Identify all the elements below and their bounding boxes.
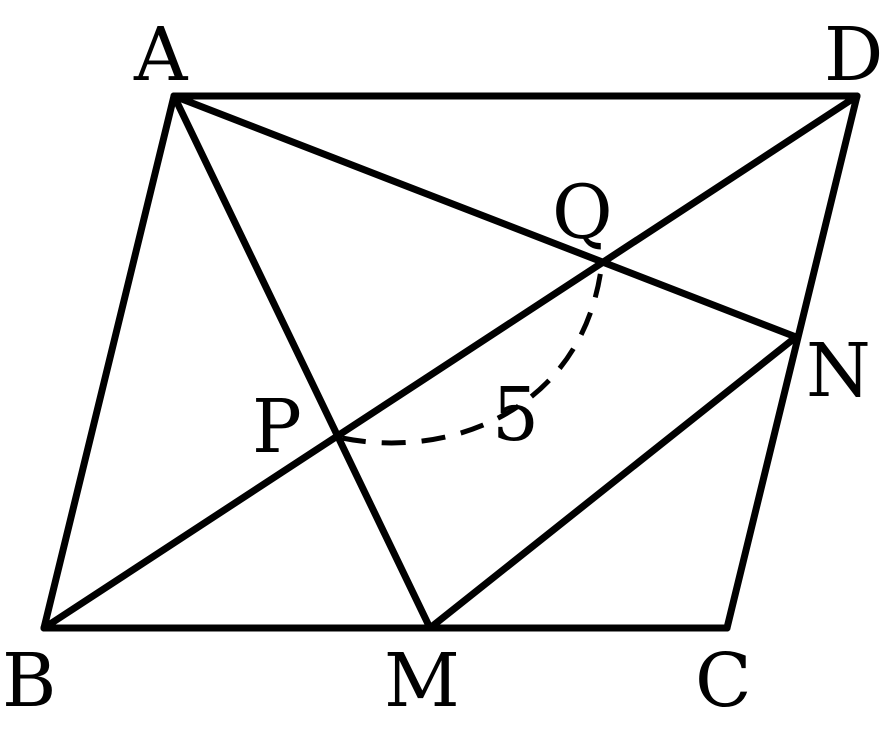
- label-M: M: [384, 638, 460, 724]
- segment-CD: [723, 92, 861, 632]
- segment-BD: [40, 92, 861, 632]
- label-N: N: [806, 328, 871, 414]
- label-B: B: [2, 638, 56, 724]
- label-D: D: [824, 12, 883, 98]
- label-Q: Q: [552, 170, 613, 256]
- label-P: P: [252, 384, 302, 470]
- measure-label-PQ: 5: [492, 372, 539, 458]
- label-C: C: [695, 638, 752, 724]
- segment-AN: [170, 92, 800, 341]
- segment-MN: [426, 333, 800, 632]
- measure-arc-PQ: [341, 261, 605, 446]
- segment-AB: [40, 92, 178, 632]
- label-A: A: [133, 12, 189, 98]
- segment-AM: [170, 92, 434, 632]
